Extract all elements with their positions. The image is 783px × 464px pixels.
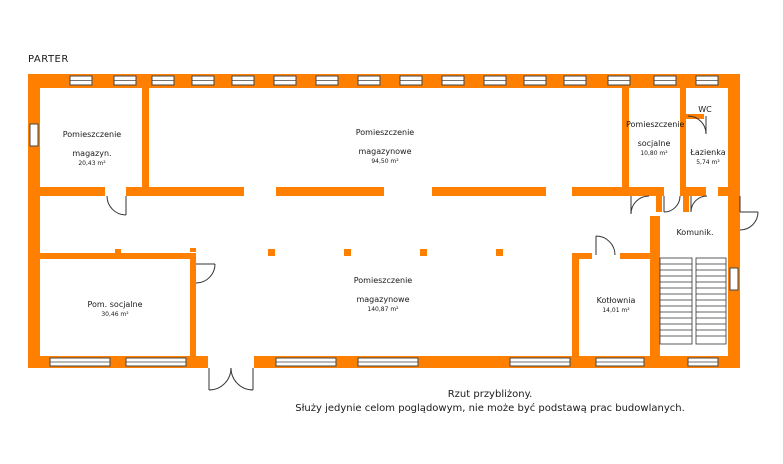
room-name: WC	[698, 105, 712, 114]
partition-lazienka-bottom-right	[718, 187, 728, 196]
room-magazynowe-lower-label: Pomieszczenie magazynowe 140,87 m²	[336, 268, 430, 314]
room-area: 14,01 m²	[602, 307, 630, 315]
room-pom-socjalne-label: Pom. socjalne 30,46 m²	[74, 292, 156, 318]
floor-title: PARTER	[28, 54, 69, 65]
pillar-1	[115, 249, 121, 255]
room-area: 94,50 m²	[371, 158, 399, 166]
outer-wall-left	[28, 74, 40, 368]
partition-magazyn-right	[142, 88, 149, 190]
room-name: Łazienka	[690, 148, 726, 157]
partition-komunik-left	[650, 216, 660, 357]
outer-wall-right	[728, 74, 740, 368]
room-name: Pom. socjalne	[87, 300, 143, 309]
room-name: Komunik.	[676, 228, 714, 237]
partition-wc-left	[680, 88, 686, 196]
room-wc-label: WC	[690, 97, 720, 116]
room-name: Pomieszczenie magazynowe	[355, 128, 415, 157]
windows-side	[29, 123, 739, 291]
room-name: Kotłownia	[596, 296, 636, 305]
partition-upper-1	[40, 187, 105, 196]
partition-kotlownia-top-right	[620, 253, 650, 259]
room-area: 30,46 m²	[101, 311, 129, 319]
partition-pom-socjalne-right-tick	[190, 248, 196, 252]
room-komunik-label: Komunik.	[670, 220, 720, 239]
staircase	[659, 257, 727, 345]
room-magazynowe-upper-label: Pomieszczenie magazynowe 94,50 m²	[340, 120, 430, 166]
room-magazyn-label: Pomieszczenie magazyn. 20,43 m²	[52, 122, 132, 168]
partition-upper-4	[432, 187, 546, 196]
room-area: 20,43 m²	[78, 160, 106, 168]
partition-wc-bottom	[686, 114, 704, 119]
partition-lazienka-bottom	[686, 187, 706, 196]
door-swings	[106, 115, 759, 391]
partition-kotlownia-left	[572, 253, 579, 357]
partition-upper-5	[572, 187, 664, 196]
entrance-opening	[208, 356, 254, 368]
pillar-4	[420, 249, 427, 256]
pillar-2	[268, 249, 275, 256]
disclaimer-note: Rzut przybliżony. Służy jedynie celom po…	[290, 388, 690, 415]
partition-pom-socjalne-top	[40, 253, 196, 259]
room-area: 5,74 m²	[696, 159, 720, 167]
room-name: Pomieszczenie magazyn.	[62, 130, 122, 159]
room-name: Pomieszczenie socjalne	[626, 120, 685, 149]
room-name: Pomieszczenie magazynowe	[353, 276, 413, 305]
room-lazienka-label: Łazienka 5,74 m²	[686, 140, 730, 166]
room-area: 140,87 m²	[367, 306, 399, 314]
room-kotlownia-label: Kotłownia 14,01 m²	[588, 288, 644, 314]
room-area: 10,80 m²	[640, 150, 668, 158]
partition-pom-socjalne-right	[190, 253, 196, 357]
partition-socjalne-left	[622, 88, 629, 190]
partition-upper-2	[126, 187, 244, 196]
note-line-2: Służy jedynie celom poglądowym, nie może…	[295, 402, 685, 414]
partition-komunik-mid	[683, 196, 689, 212]
note-line-1: Rzut przybliżony.	[447, 389, 533, 400]
room-socjalne-upper-label: Pomieszczenie socjalne 10,80 m²	[626, 112, 685, 158]
pillar-5	[496, 249, 503, 256]
partition-kotlownia-top	[572, 253, 592, 259]
partition-komunik-left-upper	[656, 196, 662, 212]
partition-upper-3	[276, 187, 384, 196]
pillar-3	[344, 249, 351, 256]
